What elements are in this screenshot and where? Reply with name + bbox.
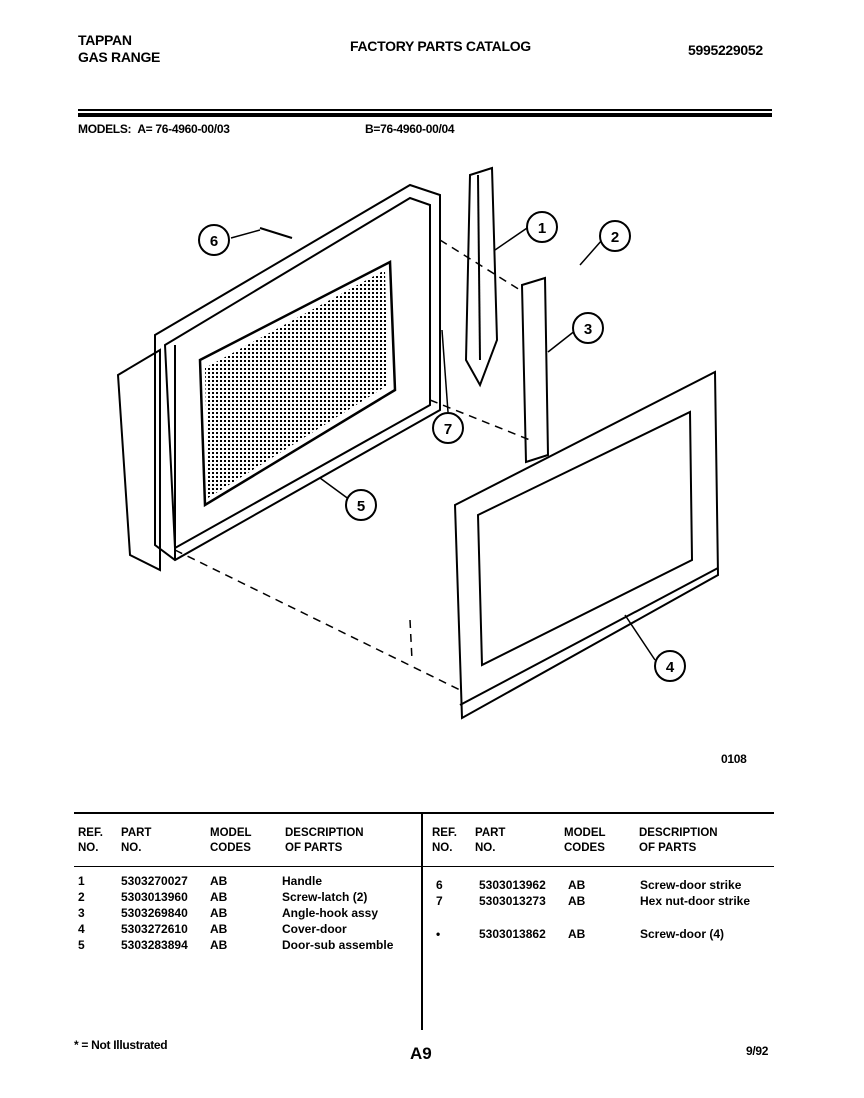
model-codes: AB [568,894,586,908]
callout-2: 2 [599,220,631,252]
header-ref-right: REF.NO. [432,827,457,854]
door-sub-assembly [116,183,441,572]
callout-3: 3 [572,312,604,344]
model-codes: AB [210,938,228,952]
not-illustrated-note: * = Not Illustrated [74,1038,168,1052]
part-no: 5303013862 [479,927,546,941]
page-number: A9 [410,1044,432,1063]
callout-7: 7 [432,412,464,444]
part-no: 5303269840 [121,906,188,920]
model-codes: AB [210,922,228,936]
description: Angle-hook assy [282,906,379,920]
description: Handle [282,874,323,888]
catalog-number: 5995229052 [688,42,763,58]
table-row: 2 5303013960 AB Screw-latch (2) [78,890,418,906]
ref-no: 4 [78,922,85,936]
header-rule-thick [78,113,772,117]
header-ref: REF.NO. [78,827,103,854]
model-codes: AB [210,906,228,920]
part-no: 5303272610 [121,922,188,936]
table-divider [421,812,423,1030]
svg-text:3: 3 [584,321,592,338]
table-row: 7 5303013273 AB Hex nut-door strike [436,894,776,910]
part-no: 5303013960 [121,890,188,904]
table-row: 3 5303269840 AB Angle-hook assy [78,906,418,922]
table-row: 1 5303270027 AB Handle [78,874,418,890]
handle-part [464,166,499,388]
ref-no: 7 [436,894,443,908]
table-row: • 5303013862 AB Screw-door (4) [436,927,776,943]
model-b: B=76-4960-00/04 [365,122,455,136]
description: Door-sub assemble [282,938,394,952]
callout-1: 1 [526,211,558,243]
cover-door-part [453,370,720,720]
table-row: 4 5303272610 AB Cover-door [78,922,418,938]
models-label-text: MODELS: [78,122,132,136]
callout-5: 5 [345,489,377,521]
callout-6: 6 [198,224,230,256]
part-no: 5303013962 [479,878,546,892]
description: Cover-door [282,922,347,936]
ref-no: 6 [436,878,443,892]
part-no: 5303283894 [121,938,188,952]
svg-text:1: 1 [538,220,546,237]
table-header-rule [74,866,774,867]
exploded-diagram: 6 1 2 3 7 5 4 [116,166,720,720]
description: Screw-door strike [640,878,742,892]
screw-door-strike [259,227,293,239]
product: GAS RANGE [78,49,161,65]
part-no: 5303270027 [121,874,188,888]
model-a: A= 76-4960-00/03 [137,122,230,136]
svg-text:6: 6 [210,233,218,250]
figure-code: 0108 [721,752,747,766]
model-codes: AB [210,890,228,904]
ref-no: • [436,927,441,941]
model-codes: AB [210,874,228,888]
table-row: 5 5303283894 AB Door-sub assemble [78,938,418,954]
description: Hex nut-door strike [640,894,751,908]
ref-no: 5 [78,938,85,952]
table-top-rule [74,812,774,814]
svg-text:7: 7 [444,421,452,438]
ref-no: 2 [78,890,85,904]
svg-text:2: 2 [611,229,619,246]
description: Screw-latch (2) [282,890,368,904]
angle-hook-part [520,276,550,464]
header-rule [78,109,772,111]
ref-no: 1 [78,874,85,888]
svg-text:4: 4 [666,659,675,676]
table-row: 6 5303013962 AB Screw-door strike [436,878,776,894]
callout-4: 4 [654,650,686,682]
part-no: 5303013273 [479,894,546,908]
model-codes: AB [568,878,586,892]
models-label: MODELS: A= 76-4960-00/03 [78,122,230,136]
model-codes: AB [568,927,586,941]
date: 9/92 [746,1044,769,1058]
page-title: FACTORY PARTS CATALOG [350,38,531,54]
svg-text:5: 5 [357,498,365,515]
description: Screw-door (4) [640,927,725,941]
ref-no: 3 [78,906,85,920]
brand: TAPPAN [78,32,132,48]
